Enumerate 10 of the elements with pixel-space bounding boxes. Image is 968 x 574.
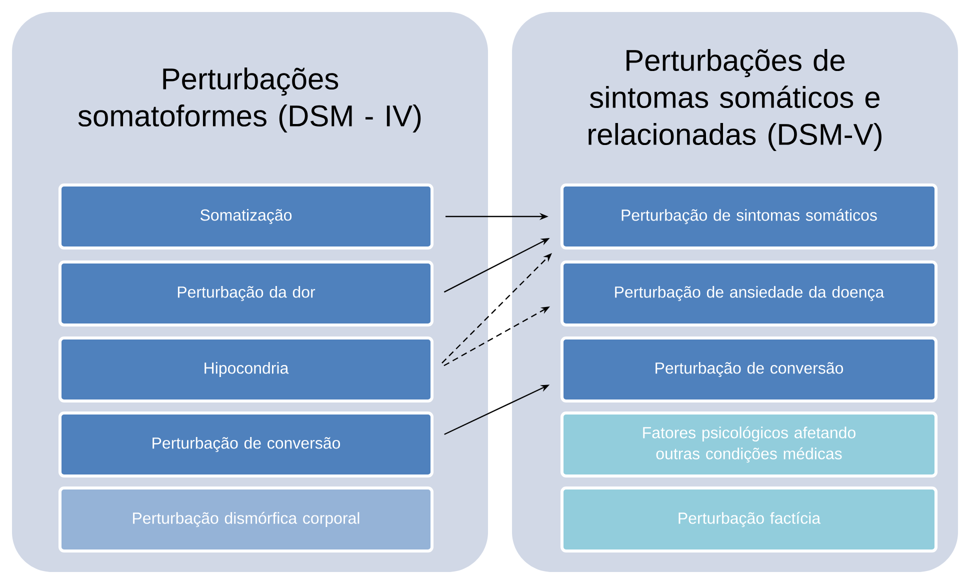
category-box: Perturbação factícia [560, 486, 938, 552]
category-box: Fatores psicológicos afetando outras condições médicas [560, 412, 938, 478]
category-box: Somatização [58, 184, 434, 250]
category-box: Perturbação de sintomas somáticos [560, 184, 938, 250]
category-box: Perturbação de conversão [560, 336, 938, 402]
category-box: Hipocondria [58, 336, 434, 402]
category-box: Perturbação de ansiedade da doença [560, 260, 938, 326]
category-box: Perturbação dismórfica corporal [58, 486, 434, 552]
category-box: Perturbação de conversão [58, 412, 434, 478]
category-box: Perturbação da dor [58, 260, 434, 326]
